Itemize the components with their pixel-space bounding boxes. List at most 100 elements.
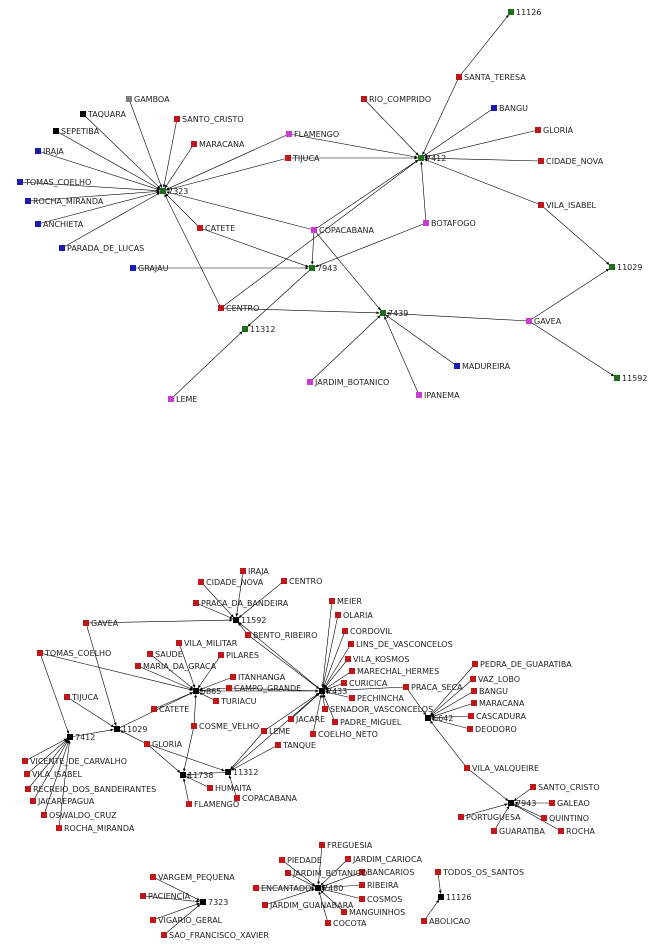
- node-marker[interactable]: [193, 688, 199, 694]
- node-n7412[interactable]: 7412: [67, 733, 95, 742]
- node-vargem_pequena[interactable]: VARGEM_PEQUENA: [150, 873, 235, 882]
- node-marker[interactable]: [151, 706, 157, 712]
- node-n11738[interactable]: 11738: [180, 771, 213, 780]
- node-madureira[interactable]: MADUREIRA: [454, 362, 511, 371]
- node-marker[interactable]: [491, 828, 497, 834]
- node-jardim_botanico[interactable]: JARDIM_BOTANICO: [285, 869, 367, 878]
- node-marker[interactable]: [218, 305, 224, 311]
- node-marker[interactable]: [342, 628, 348, 634]
- node-marker[interactable]: [176, 640, 182, 646]
- node-vila_valqueire[interactable]: VILA_VALQUEIRE: [464, 764, 539, 773]
- node-marker[interactable]: [230, 674, 236, 680]
- node-marker[interactable]: [59, 245, 65, 251]
- node-marker[interactable]: [213, 698, 219, 704]
- node-ribeira[interactable]: RIBEIRA: [359, 881, 399, 890]
- node-n7943[interactable]: 7943: [508, 799, 536, 808]
- node-marker[interactable]: [262, 902, 268, 908]
- node-marker[interactable]: [80, 111, 86, 117]
- node-marker[interactable]: [325, 920, 331, 926]
- node-marker[interactable]: [140, 893, 146, 899]
- node-marker[interactable]: [508, 9, 514, 15]
- node-jacarepagua[interactable]: JACAREPAGUA: [30, 797, 95, 806]
- node-marker[interactable]: [558, 828, 564, 834]
- node-marker[interactable]: [349, 668, 355, 674]
- node-marker[interactable]: [467, 726, 473, 732]
- node-n6642[interactable]: 6642: [425, 714, 453, 723]
- node-marker[interactable]: [24, 771, 30, 777]
- node-marker[interactable]: [538, 202, 544, 208]
- node-leme[interactable]: LEME: [168, 395, 197, 404]
- node-saude[interactable]: SAUDE: [147, 650, 183, 659]
- node-rocha_miranda[interactable]: ROCHA_MIRANDA: [25, 197, 104, 206]
- node-todos_os_santos[interactable]: TODOS_OS_SANTOS: [435, 868, 524, 877]
- node-bangu[interactable]: BANGU: [471, 687, 508, 696]
- node-recreio_dos_bandeirantes[interactable]: RECREIO_DOS_BANDEIRANTES: [25, 785, 156, 794]
- node-jardim_botanico[interactable]: JARDIM_BOTANICO: [307, 378, 389, 387]
- node-pilares[interactable]: PILARES: [218, 651, 259, 660]
- node-cosmos[interactable]: COSMOS: [359, 895, 402, 904]
- node-flamengo[interactable]: FLAMENGO: [186, 800, 239, 809]
- node-marker[interactable]: [609, 264, 615, 270]
- node-marker[interactable]: [198, 579, 204, 585]
- node-marker[interactable]: [322, 706, 328, 712]
- node-marker[interactable]: [285, 870, 291, 876]
- node-marker[interactable]: [335, 612, 341, 618]
- node-marker[interactable]: [135, 663, 141, 669]
- node-marker[interactable]: [56, 825, 62, 831]
- node-tijuca[interactable]: TIJUCA: [64, 693, 99, 702]
- node-marker[interactable]: [150, 874, 156, 880]
- node-marker[interactable]: [349, 695, 355, 701]
- node-rocha_miranda[interactable]: ROCHA_MIRANDA: [56, 824, 135, 833]
- node-marker[interactable]: [435, 869, 441, 875]
- node-marker[interactable]: [307, 379, 313, 385]
- node-encantado[interactable]: ENCANTADO: [253, 884, 311, 893]
- node-n11126[interactable]: 11126: [508, 8, 541, 17]
- node-marker[interactable]: [281, 578, 287, 584]
- node-vicente_de_carvalho[interactable]: VICENTE_DE_CARVALHO: [22, 757, 127, 766]
- node-marker[interactable]: [526, 318, 532, 324]
- node-marker[interactable]: [197, 225, 203, 231]
- node-marker[interactable]: [468, 713, 474, 719]
- node-marker[interactable]: [491, 105, 497, 111]
- node-tijuca[interactable]: TIJUCA: [285, 154, 320, 163]
- node-itanhanga[interactable]: ITANHANGA: [230, 673, 286, 682]
- node-piedade[interactable]: PIEDADE: [279, 856, 322, 865]
- node-marker[interactable]: [191, 723, 197, 729]
- node-meier[interactable]: MEIER: [329, 597, 362, 606]
- node-quintino[interactable]: QUINTINO: [541, 814, 589, 823]
- node-sao_francisco_xavier[interactable]: SAO_FRANCISCO_XAVIER: [161, 931, 269, 940]
- node-marker[interactable]: [348, 641, 354, 647]
- node-marker[interactable]: [454, 363, 460, 369]
- node-rio_comprido[interactable]: RIO_COMPRIDO: [361, 95, 431, 104]
- node-marker[interactable]: [233, 617, 239, 623]
- node-marker[interactable]: [421, 918, 427, 924]
- node-bancarios[interactable]: BANCARIOS: [359, 868, 414, 877]
- node-marker[interactable]: [332, 719, 338, 725]
- node-n11312[interactable]: 11312: [242, 325, 275, 334]
- node-marker[interactable]: [186, 801, 192, 807]
- node-marker[interactable]: [83, 620, 89, 626]
- node-marker[interactable]: [311, 227, 317, 233]
- node-marker[interactable]: [472, 661, 478, 667]
- node-marker[interactable]: [508, 800, 514, 806]
- node-marker[interactable]: [240, 568, 246, 574]
- node-marker[interactable]: [160, 188, 166, 194]
- node-marker[interactable]: [464, 765, 470, 771]
- node-oswaldo_cruz[interactable]: OSWALDO_CRUZ: [41, 811, 117, 820]
- node-marker[interactable]: [458, 814, 464, 820]
- node-marker[interactable]: [22, 758, 28, 764]
- node-maracana[interactable]: MARACANA: [471, 699, 525, 708]
- node-marker[interactable]: [126, 96, 132, 102]
- node-maracana[interactable]: MARACANA: [191, 140, 245, 149]
- node-cascadura[interactable]: CASCADURA: [468, 712, 526, 721]
- node-sepetiba[interactable]: SEPETIBA: [53, 127, 100, 136]
- node-cidade_nova[interactable]: CIDADE_NOVA: [198, 578, 264, 587]
- node-leme[interactable]: LEME: [261, 727, 290, 736]
- node-marker[interactable]: [319, 688, 325, 694]
- node-gloria[interactable]: GLORIA: [144, 740, 183, 749]
- node-marker[interactable]: [279, 857, 285, 863]
- node-tomas_coelho[interactable]: TOMAS_COELHO: [37, 649, 111, 658]
- node-cosme_velho[interactable]: COSME_VELHO: [191, 722, 259, 731]
- node-marker[interactable]: [456, 74, 462, 80]
- node-marker[interactable]: [359, 882, 365, 888]
